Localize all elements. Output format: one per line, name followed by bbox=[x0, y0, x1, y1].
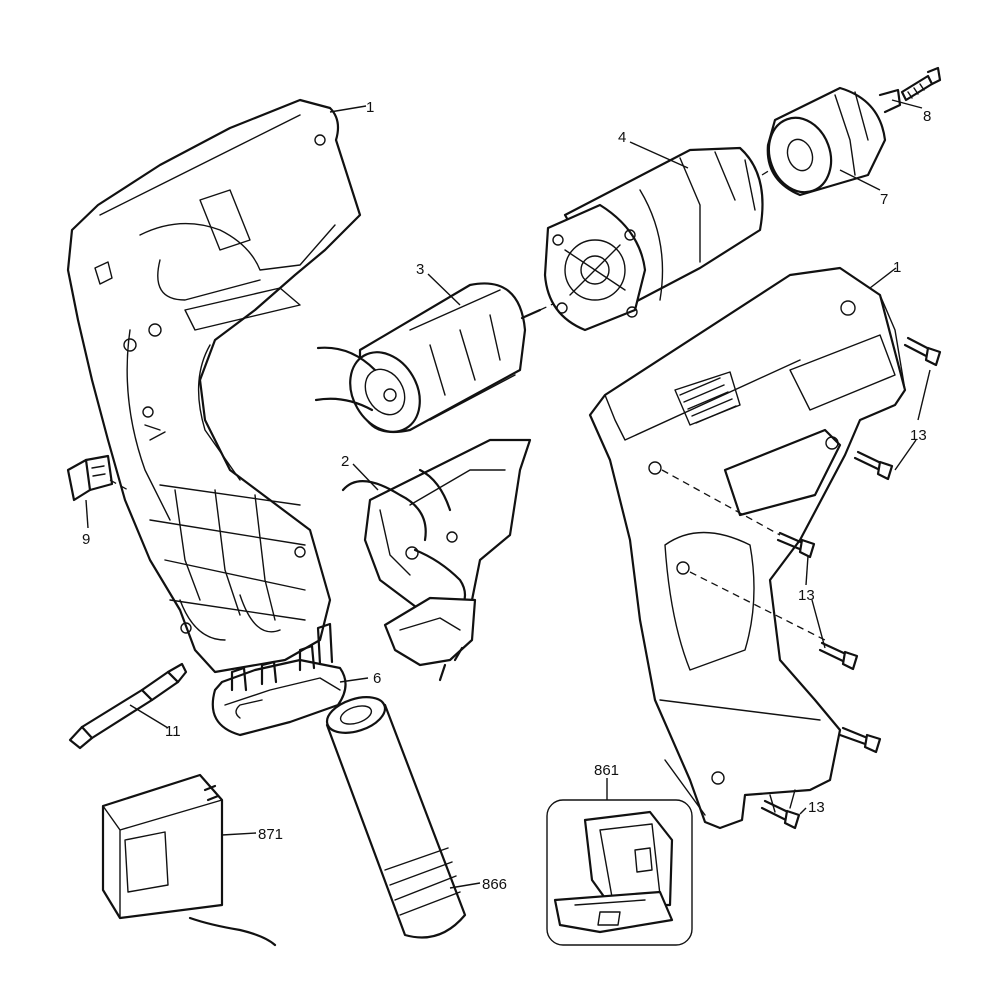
align-dash-1 bbox=[661, 469, 781, 536]
label-battery-clip: 6 bbox=[373, 670, 381, 687]
label-bit: 11 bbox=[165, 723, 181, 740]
chuck-screw-part bbox=[900, 66, 942, 102]
label-screws-bottom: 13 bbox=[808, 799, 825, 816]
label-charger: 871 bbox=[258, 826, 283, 843]
clip-dash bbox=[109, 479, 129, 491]
clip-part bbox=[66, 454, 114, 502]
bit-part bbox=[68, 662, 188, 750]
label-housing-right: 1 bbox=[893, 259, 901, 276]
battery-part bbox=[325, 696, 467, 939]
chuck-part bbox=[766, 86, 902, 197]
label-gearbox: 4 bbox=[618, 129, 626, 146]
label-housing-left: 1 bbox=[366, 99, 374, 116]
charger-part bbox=[101, 773, 277, 947]
left-housing-part bbox=[66, 98, 362, 674]
label-battery: 866 bbox=[482, 876, 507, 893]
label-motor: 3 bbox=[416, 261, 424, 278]
switch-part bbox=[341, 438, 532, 682]
label-chuck-screw: 8 bbox=[923, 108, 931, 125]
align-dash-2 bbox=[689, 571, 826, 641]
label-screws-top: 13 bbox=[910, 427, 927, 444]
gearbox-part bbox=[543, 146, 764, 332]
label-clip: 9 bbox=[82, 531, 90, 548]
label-screws-mid: 13 bbox=[798, 587, 815, 604]
case-part bbox=[546, 799, 693, 946]
label-case: 861 bbox=[594, 762, 619, 779]
gear-chuck-dash bbox=[761, 169, 771, 176]
leader-lines bbox=[85, 99, 931, 889]
right-housing-part bbox=[588, 266, 907, 830]
screws-part bbox=[760, 336, 942, 830]
label-chuck: 7 bbox=[880, 191, 888, 208]
label-switch: 2 bbox=[341, 453, 349, 470]
motor-part bbox=[314, 282, 542, 434]
